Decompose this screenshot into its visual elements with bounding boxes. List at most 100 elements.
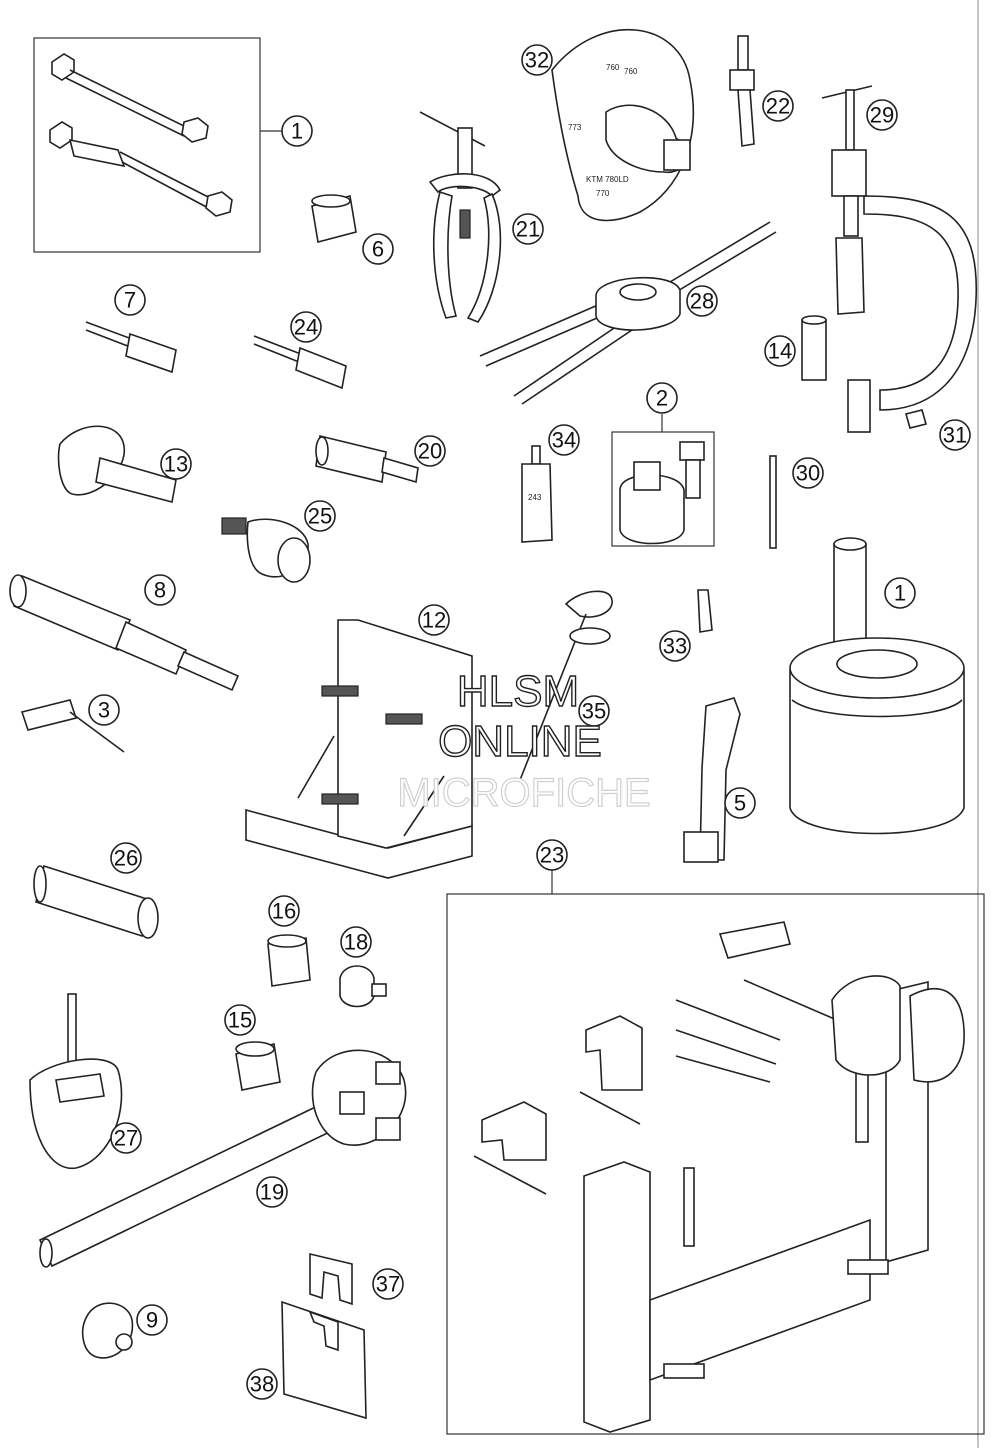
plate-mark-760b: 760 [624,67,638,76]
callout-circle [578,695,610,727]
callout-15-label: 15 [228,1008,252,1033]
callout-13: 13 [160,448,192,480]
callout-4: 1 [281,115,313,147]
callout-33: 33 [659,630,691,662]
callout-circle [939,419,971,451]
part-13-tool [57,425,177,503]
part-34-bottle: 243 [521,445,553,543]
part-32-plate: 760 760 773 KTM 780LD 770 [551,28,694,222]
callout-25: 25 [304,500,336,532]
callout-circle [304,500,336,532]
callout-8: 8 [144,574,176,606]
callout-18-label: 18 [344,930,368,955]
callout-21: 21 [512,213,544,245]
callout-circle [224,1004,256,1036]
part-12-stand [245,619,473,879]
part-1-press [789,537,965,835]
callout-32: 32 [521,44,553,76]
callout-13-label: 13 [164,452,188,477]
callout-circle [548,424,580,456]
part-33-plug [697,589,713,633]
callout-27-label: 27 [114,1126,138,1151]
callout-7-label: 7 [124,288,136,313]
part-38-plate [281,1300,367,1420]
callout-25-label: 25 [308,504,332,529]
callout-23-label: 23 [540,843,564,868]
callout-38: 38 [246,1368,278,1400]
part-26-socket [33,864,159,939]
part-3-gauge [20,699,125,753]
callout-1-label: 1 [894,581,906,606]
callout-30-label: 30 [796,461,820,486]
part-5-bar [683,697,741,863]
callout-28-label: 28 [690,289,714,314]
callout-2-label: 2 [656,386,668,411]
callout-22-label: 22 [766,94,790,119]
callout-30: 30 [792,457,824,489]
callout-circle [762,90,794,122]
callout-2: 2 [646,382,678,414]
part-27-puller [29,993,123,1170]
bottle-label: 243 [528,493,542,502]
part-29-compressor [821,85,978,433]
callout-31: 31 [939,419,971,451]
callout-35: 35 [578,695,610,727]
callout-circle [764,335,796,367]
callout-23: 23 [536,839,568,871]
callout-circle [536,839,568,871]
callout-8-label: 8 [154,578,166,603]
part-21-puller [419,111,502,323]
callout-26: 26 [110,842,142,874]
callout-29: 29 [866,99,898,131]
callout-33-label: 33 [663,634,687,659]
part-37-shim [309,1252,353,1306]
callout-circle [659,630,691,662]
part-9-tool [81,1302,134,1359]
callout-21-label: 21 [516,217,540,242]
part-2-tool-set [611,414,715,547]
callout-circle [686,285,718,317]
callout-37: 37 [372,1268,404,1300]
callout-28: 28 [686,285,718,317]
callout-5-label: 5 [734,791,746,816]
callout-circle [136,1304,168,1336]
callout-circle [110,842,142,874]
part-14-spacer [801,315,827,381]
callout-24: 24 [290,311,322,343]
callout-circle [512,213,544,245]
callout-circle [144,574,176,606]
callout-14-label: 14 [768,339,792,364]
callout-circle [290,311,322,343]
callout-37-label: 37 [376,1272,400,1297]
callout-circle [414,435,446,467]
callout-32-label: 32 [525,48,549,73]
plate-mark-brand: KTM 780LD [586,175,629,184]
callout-circle [256,1176,288,1208]
part-23-engine-stand [446,868,985,1435]
part-18-punch [339,965,387,1008]
callout-4-label: 1 [291,119,303,144]
callout-1: 1 [884,577,916,609]
part-19-wrench [38,1049,407,1268]
part-31-cap [905,409,927,429]
callout-circle [646,382,678,414]
callout-15: 15 [224,1004,256,1036]
callout-3: 3 [88,694,120,726]
callout-circle [268,895,300,927]
callout-6: 6 [362,233,394,265]
part-22-tool [729,35,755,147]
callout-circle [866,99,898,131]
callout-circle [418,604,450,636]
callout-19-label: 19 [260,1180,284,1205]
plate-mark-760a: 760 [606,63,620,72]
part-24-pin [253,335,347,390]
part-35-tool [519,590,613,781]
callout-24-label: 24 [294,315,318,340]
callout-26-label: 26 [114,846,138,871]
callout-circle [246,1368,278,1400]
part-28-holder [479,221,777,405]
callout-7: 7 [114,284,146,316]
callout-22: 22 [762,90,794,122]
callout-circle [160,448,192,480]
